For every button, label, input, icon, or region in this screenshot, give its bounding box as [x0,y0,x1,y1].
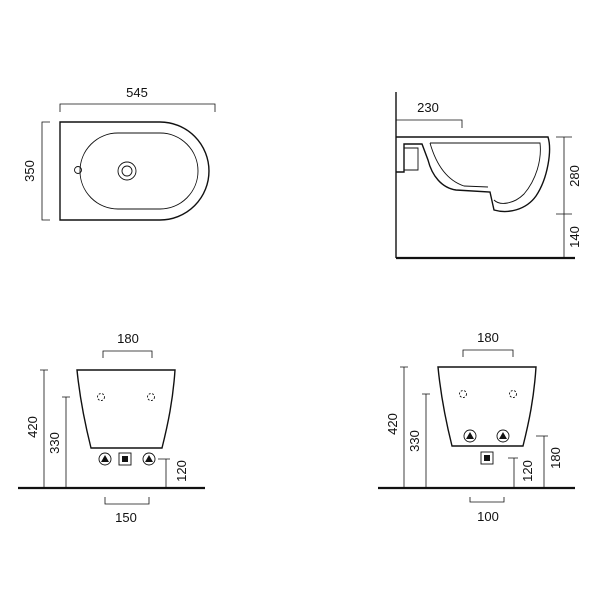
top-width-dimension [59,103,216,112]
front-view-a: 180 420 330 120 150 [18,331,205,525]
front-b-connection-height-dimension [536,435,548,488]
front-a-bottom-height-dimension [158,458,170,488]
front-b-inlet-right-icon [496,429,510,443]
front-b-base-width-dimension [469,497,505,503]
front-a-top-width-dimension [102,350,153,358]
front-a-inlet-left-arrow-icon [101,455,109,462]
front-b-outline [437,366,537,447]
side-view: 230 280 140 [395,92,582,260]
drain-inner-icon [121,165,133,177]
front-b-inlet-left-icon [463,429,477,443]
side-height-dimension [556,136,572,258]
front-b-outlet-icon [480,451,494,465]
front-b-total-height-label: 420 [385,413,400,435]
front-a-total-height-label: 420 [25,416,40,438]
front-b-bottom-height-label: 120 [520,460,535,482]
front-view-b: 180 420 330 120 180 100 [378,330,575,524]
front-a-outline [76,369,176,449]
front-b-body-height-label: 330 [407,430,422,452]
front-a-inlet-right-arrow-icon [145,455,153,462]
front-b-base-width-label: 100 [477,509,499,524]
side-floor-label: 140 [567,226,582,248]
front-b-hole-right-icon [509,390,517,398]
front-b-top-width-dimension [462,349,514,357]
front-a-hole-left-icon [97,393,105,401]
tap-hole-icon [74,166,82,174]
front-a-body-height-label: 330 [47,432,62,454]
front-a-outlet-core-icon [122,456,128,462]
front-b-outlet-core-icon [484,455,490,461]
front-a-base-width-label: 150 [115,510,137,525]
front-a-inlet-right-icon [142,452,156,466]
front-b-hole-left-icon [459,390,467,398]
side-offset-label: 230 [417,100,439,115]
front-b-bottom-height-dimension [508,457,518,488]
front-a-top-width-label: 180 [117,331,139,346]
top-width-label: 545 [126,85,148,100]
side-bracket [404,147,419,171]
side-offset-dimension [396,119,463,128]
front-b-body-height-dimension [422,393,430,488]
top-view-outline [59,121,210,221]
front-a-total-height-dimension [40,369,48,488]
front-a-inlet-left-icon [98,452,112,466]
front-b-inlet-right-arrow-icon [499,432,507,439]
top-depth-label: 350 [22,160,37,182]
side-height-label: 280 [567,165,582,187]
top-view: 545 350 [22,85,216,221]
front-b-top-width-label: 180 [477,330,499,345]
front-a-hole-right-icon [147,393,155,401]
top-depth-dimension [41,121,50,221]
front-a-body-height-dimension [62,396,70,488]
front-b-total-height-dimension [400,366,408,488]
front-a-base-width-dimension [104,497,150,505]
front-a-outlet-icon [118,452,132,466]
bowl-outline [79,132,199,210]
drain-icon [117,161,137,181]
front-a-bottom-height-label: 120 [174,460,189,482]
front-b-connection-height-label: 180 [548,447,563,469]
side-view-outline [396,136,551,213]
front-b-inlet-left-arrow-icon [466,432,474,439]
side-bowl-inner [429,142,541,204]
